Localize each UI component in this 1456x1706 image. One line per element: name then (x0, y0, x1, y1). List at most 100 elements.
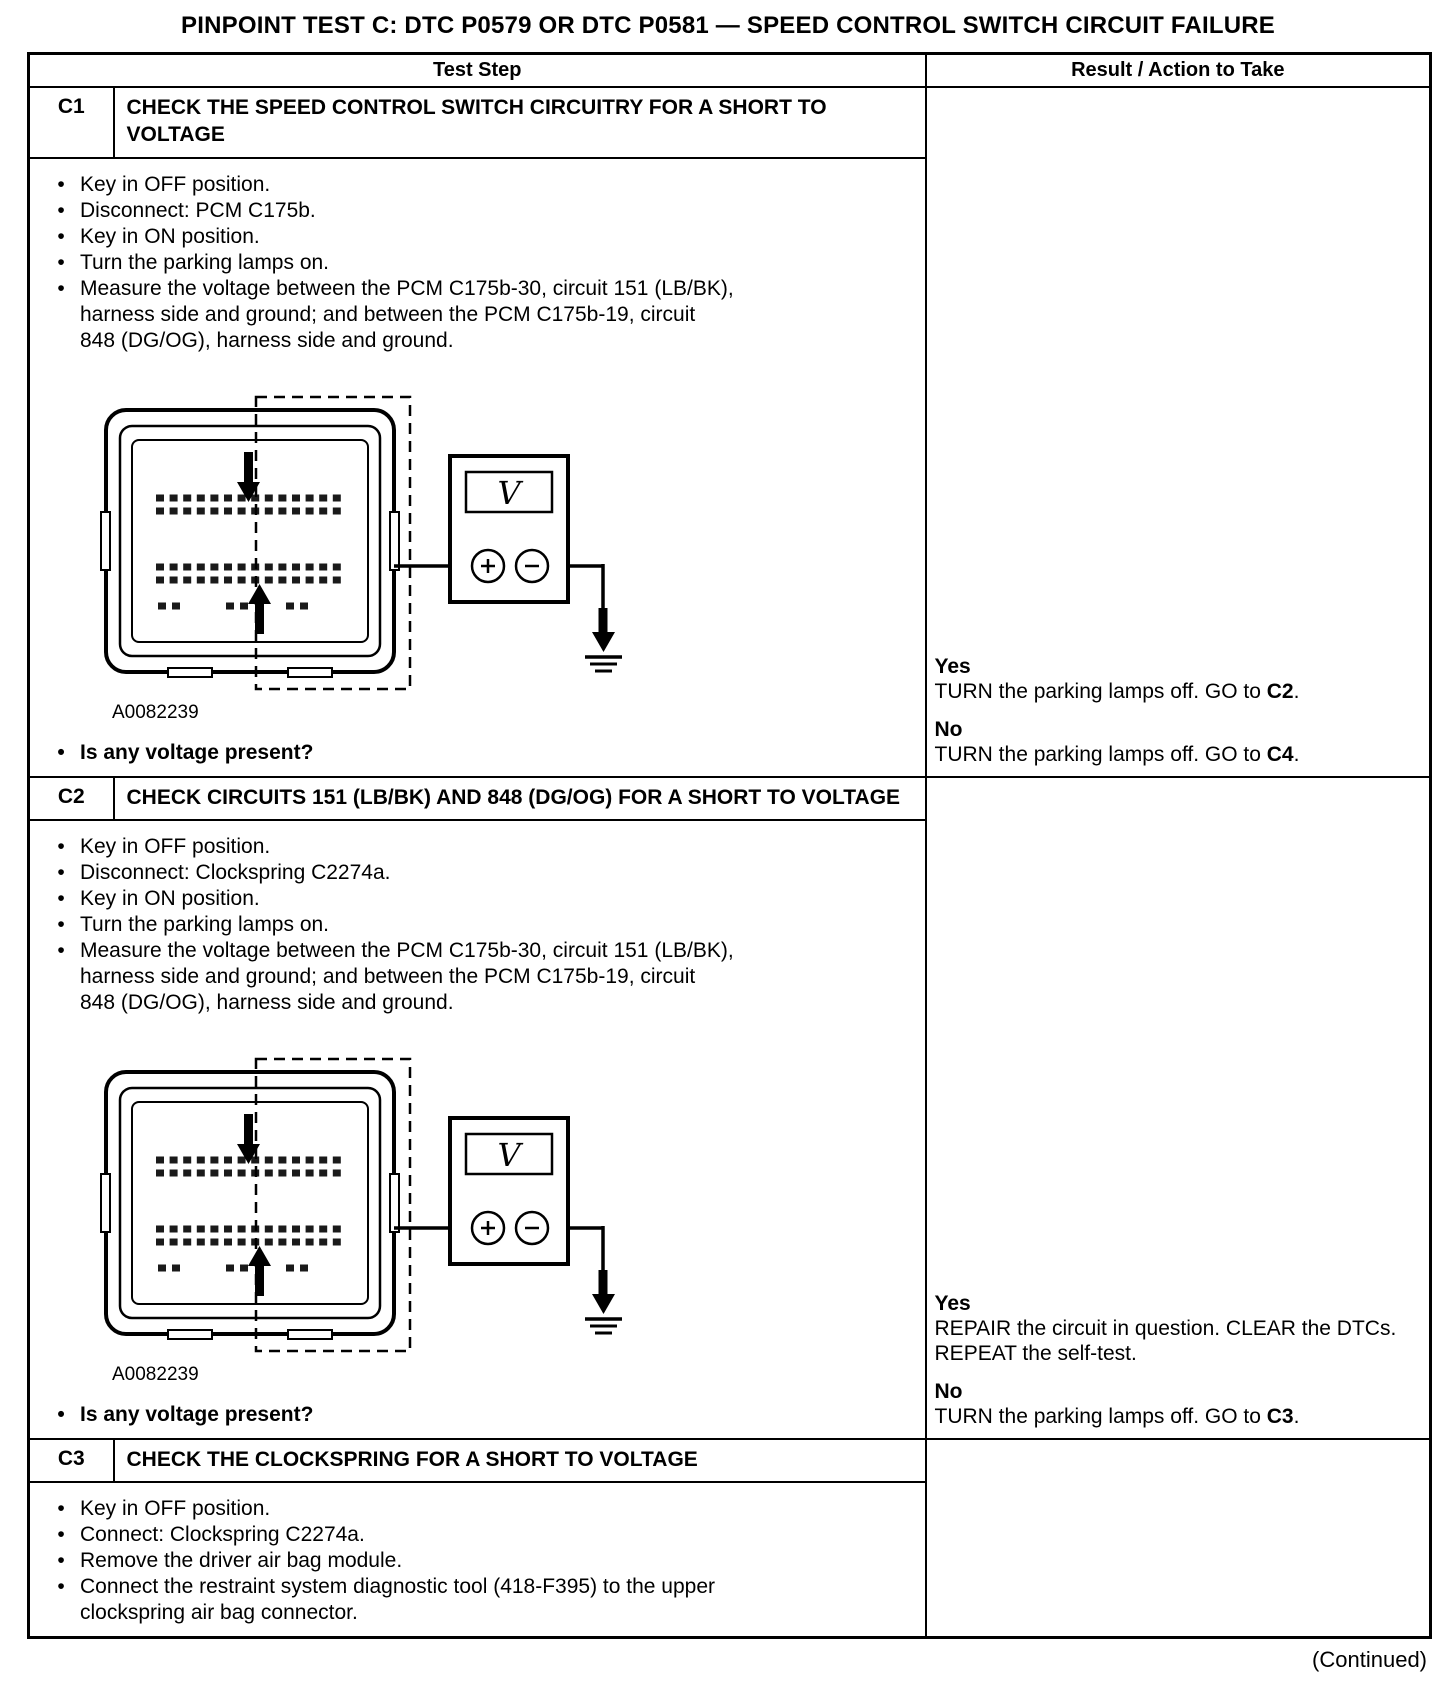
result-text-post: . (1293, 1404, 1300, 1428)
question-text: Is any voltage present? (80, 740, 314, 764)
result-label: Yes (934, 654, 971, 678)
result-step-ref: C4 (1266, 742, 1294, 766)
header-test-step: Test Step (27, 52, 927, 88)
step-body: • Key in OFF position. • Connect: Clockspr… (27, 1481, 927, 1639)
step-body: • Key in OFF position. • Disconnect: Clock… (27, 818, 927, 1440)
step-id: C1 (27, 86, 115, 159)
result-text-pre: TURN the parking lamps off. GO to (934, 1404, 1267, 1428)
result-text-post: . (1293, 679, 1300, 703)
bullet-dot: • (57, 198, 65, 222)
bullet-dot: • (57, 224, 65, 248)
question: • Is any voltage present? (42, 1402, 913, 1428)
result-text: TURN the parking lamps off. GO to C4. (935, 742, 1422, 767)
bullet-dot: • (57, 172, 65, 196)
result-block: No TURN the parking lamps off. GO to C3. (935, 1379, 1422, 1429)
bullet-text: Turn the parking lamps on. (80, 912, 330, 936)
step-body-row: • Key in OFF position. • Connect: Clockspr… (27, 1481, 1431, 1639)
result-cell: Yes REPAIR the circuit in question. CLEA… (924, 775, 1432, 1440)
result-cell: Yes TURN the parking lamps off. GO to C2… (924, 86, 1432, 778)
bullet-dot: • (57, 912, 65, 936)
step-id: C3 (27, 1437, 115, 1484)
bullet-item: • Measure the voltage between the PCM C17… (42, 938, 913, 1016)
step-title: CHECK THE CLOCKSPRING FOR A SHORT TO VOL… (112, 1437, 927, 1484)
page-title: PINPOINT TEST C: DTC P0579 OR DTC P0581 … (181, 12, 1275, 39)
bullet-dot: • (57, 938, 65, 962)
bullet-item: • Remove the driver air bag module. (42, 1548, 913, 1574)
bullet-dot: • (57, 1523, 65, 1547)
bullet-text: Key in OFF position. (80, 1497, 271, 1521)
bullet-dot: • (57, 834, 65, 858)
bullet-item: • Disconnect: PCM C175b. (42, 198, 913, 224)
bullet-dot: • (57, 250, 65, 274)
bullet-item: • Key in ON position. (42, 224, 913, 250)
bullet-item: • Turn the parking lamps on. (42, 250, 913, 276)
bullet-text: Connect the restraint system diagnostic … (80, 1575, 716, 1625)
bullet-dot: • (57, 276, 65, 300)
bullet-text: Key in OFF position. (80, 834, 271, 858)
result-text: REPAIR the circuit in question. CLEAR th… (935, 1316, 1422, 1366)
bullet-text: Turn the parking lamps on. (80, 250, 330, 274)
result-block: Yes REPAIR the circuit in question. CLEA… (935, 1291, 1422, 1366)
question-text: Is any voltage present? (80, 1402, 314, 1426)
bullet-item: • Key in OFF position. (42, 834, 913, 860)
table-header-row: Test Step Result / Action to Take (27, 52, 1432, 88)
pcm-connector-voltmeter-figure (98, 1056, 638, 1356)
bullet-item: • Connect the restraint system diagnostic… (42, 1574, 913, 1626)
figure-label: A0082239 (112, 1363, 199, 1385)
result-step-ref: C2 (1266, 679, 1294, 703)
result-step-ref: C3 (1266, 1404, 1294, 1428)
result-cell (924, 1437, 1432, 1639)
bullet-item: • Key in OFF position. (42, 172, 913, 198)
bullet-dot: • (57, 1575, 65, 1599)
result-text-pre: REPAIR the circuit in question. CLEAR th… (934, 1316, 1397, 1365)
bullet-text: Connect: Clockspring C2274a. (80, 1523, 365, 1547)
result-block: No TURN the parking lamps off. GO to C4. (935, 717, 1422, 767)
pinpoint-test-table: Test Step Result / Action to Take C1 CHE… (27, 52, 1433, 1640)
result-text: TURN the parking lamps off. GO to C2. (935, 679, 1422, 704)
step-header-row: C1 CHECK THE SPEED CONTROL SWITCH CIRCUI… (27, 86, 1432, 778)
bullet-item: • Key in ON position. (42, 886, 913, 912)
result-text-pre: TURN the parking lamps off. GO to (934, 679, 1267, 703)
bullet-text: Disconnect: PCM C175b. (80, 198, 316, 222)
question: • Is any voltage present? (42, 740, 913, 766)
bullet-item: • Measure the voltage between the PCM C17… (42, 276, 913, 354)
figure-label: A0082239 (112, 701, 199, 723)
bullet-item: • Disconnect: Clockspring C2274a. (42, 860, 913, 886)
bullet-text: Remove the driver air bag module. (80, 1549, 403, 1573)
figure: A0082239 (98, 394, 913, 724)
figure: A0082239 (98, 1056, 913, 1386)
pcm-connector-voltmeter-figure (98, 394, 638, 694)
bullet-item: • Turn the parking lamps on. (42, 912, 913, 938)
step-title: CHECK CIRCUITS 151 (LB/BK) AND 848 (DG/O… (112, 775, 927, 821)
step-header-row: C3 CHECK THE CLOCKSPRING FOR A SHORT TO … (27, 1437, 1432, 1639)
result-label: Yes (934, 1291, 971, 1315)
bullet-dot: • (57, 1549, 65, 1573)
bullet-text: Key in ON position. (80, 886, 260, 910)
bullet-item: • Key in OFF position. (42, 1496, 913, 1522)
bullet-dot: • (57, 886, 65, 910)
bullet-text: Measure the voltage between the PCM C175… (80, 276, 734, 352)
bullet-item: • Connect: Clockspring C2274a. (42, 1522, 913, 1548)
continued-note: (Continued) (1312, 1647, 1427, 1673)
bullet-dot: • (57, 740, 65, 764)
bullet-text: Key in ON position. (80, 224, 260, 248)
result-label: No (934, 717, 963, 741)
bullet-text: Disconnect: Clockspring C2274a. (80, 860, 391, 884)
result-block: Yes TURN the parking lamps off. GO to C2… (935, 654, 1422, 704)
bullet-text: Measure the voltage between the PCM C175… (80, 938, 734, 1014)
step-title: CHECK THE SPEED CONTROL SWITCH CIRCUITRY… (112, 86, 927, 159)
step-header-row: C2 CHECK CIRCUITS 151 (LB/BK) AND 848 (D… (27, 775, 1432, 1440)
header-result-action: Result / Action to Take (924, 52, 1432, 88)
result-label: No (934, 1379, 963, 1403)
result-text: TURN the parking lamps off. GO to C3. (935, 1404, 1422, 1429)
step-body: • Key in OFF position. • Disconnect: PCM C… (27, 156, 927, 778)
step-id: C2 (27, 775, 115, 821)
bullet-dot: • (57, 1402, 65, 1426)
bullet-dot: • (57, 1497, 65, 1521)
bullet-dot: • (57, 860, 65, 884)
bullet-text: Key in OFF position. (80, 172, 271, 196)
result-text-pre: TURN the parking lamps off. GO to (934, 742, 1267, 766)
result-text-post: . (1293, 742, 1300, 766)
step-body-row: • Key in OFF position. • Disconnect: PCM C… (27, 156, 1431, 778)
